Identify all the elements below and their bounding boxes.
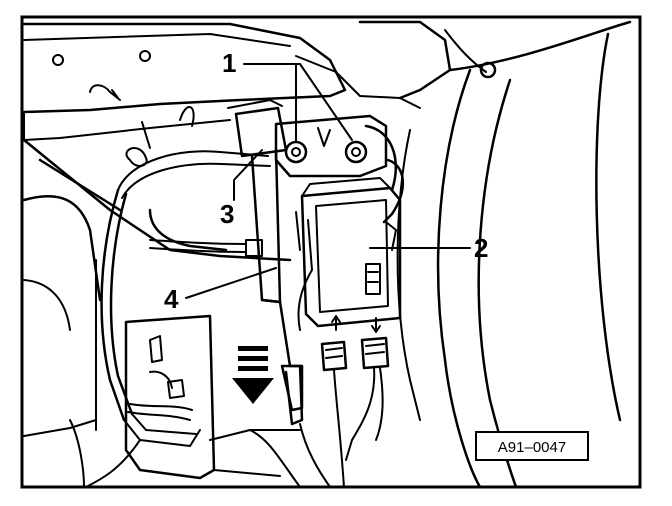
callout-2: 2 [474, 233, 488, 263]
reference-code: A91–0047 [498, 439, 566, 456]
callout-4: 4 [164, 284, 179, 314]
callout-3: 3 [220, 199, 234, 229]
callout-1: 1 [222, 48, 236, 78]
leader-lines [185, 63, 471, 299]
reference-code-box: A91–0047 [475, 431, 589, 461]
down-arrow-icon [232, 346, 274, 404]
illustration-body [22, 20, 632, 489]
